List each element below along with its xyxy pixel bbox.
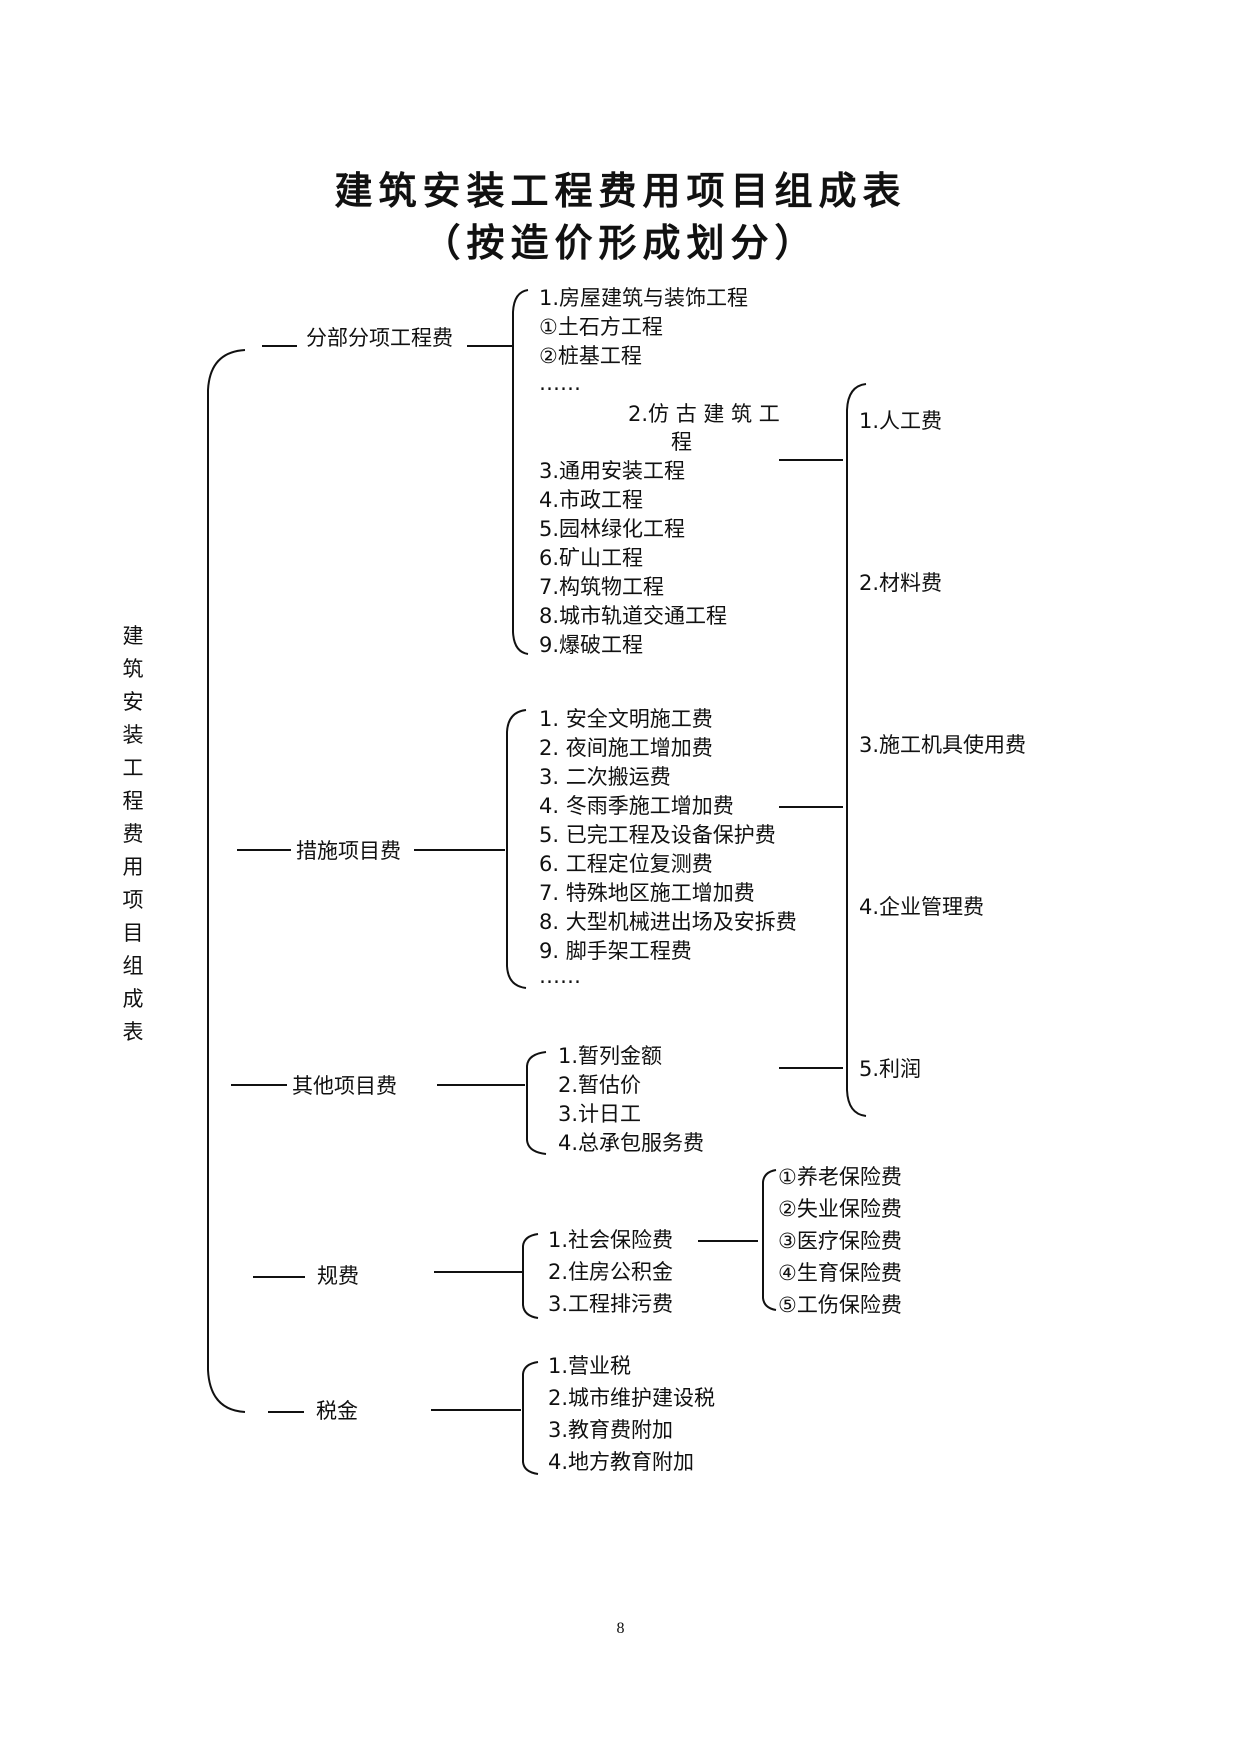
sj-item: 3.教育费附加 [548, 1418, 674, 1442]
fbfx-item: ②桩基工程 [539, 344, 642, 368]
sj-item: 2.城市维护建设税 [548, 1386, 716, 1410]
qtxm-item: 4.总承包服务费 [558, 1131, 705, 1155]
gf-item: 3.工程排污费 [548, 1292, 674, 1316]
category-csxm: 措施项目费 [296, 839, 401, 863]
csxm-item: 4. 冬雨季施工增加费 [539, 794, 734, 818]
insurance-item: ②失业保险费 [778, 1197, 902, 1221]
insurance-item: ⑤工伤保险费 [778, 1293, 902, 1317]
category-sj: 税金 [316, 1399, 358, 1423]
fbfx-item: 9.爆破工程 [539, 633, 644, 657]
cost-component: 5.利润 [859, 1057, 922, 1081]
fbfx-item: ①土石方工程 [539, 315, 663, 339]
insurance-item: ①养老保险费 [778, 1165, 902, 1189]
fbfx-item: 7.构筑物工程 [539, 575, 665, 599]
cost-brace [846, 383, 867, 1117]
cost-component: 2.材料费 [859, 571, 943, 595]
csxm-item: 3. 二次搬运费 [539, 765, 671, 789]
fbfx-item: 8.城市轨道交通工程 [539, 604, 728, 628]
cost-component: 3.施工机具使用费 [859, 733, 1027, 757]
category-fbfx: 分部分项工程费 [306, 326, 453, 350]
page-number: 8 [616, 1620, 625, 1637]
cost-component: 4.企业管理费 [859, 895, 985, 919]
diagram-title-line2: （按造价形成划分） [422, 220, 819, 265]
fbfx-item: 6.矿山工程 [539, 546, 644, 570]
sj-item: 4.地方教育附加 [548, 1450, 695, 1474]
qtxm-item: 1.暂列金额 [558, 1044, 663, 1068]
gf-item: 2.住房公积金 [548, 1260, 674, 1284]
sj-item: 1.营业税 [548, 1354, 632, 1378]
root-brace [207, 349, 246, 1413]
csxm-item: 1. 安全文明施工费 [539, 707, 713, 731]
csxm-item: 8. 大型机械进出场及安拆费 [539, 910, 797, 934]
qtxm-item: 2.暂估价 [558, 1073, 642, 1097]
fbfx-item: 2.仿 古 建 筑 工 [628, 402, 780, 426]
category-qtxm: 其他项目费 [292, 1074, 397, 1098]
csxm-item: 5. 已完工程及设备保护费 [539, 823, 776, 847]
fbfx-item: …… [539, 371, 581, 395]
category-gf: 规费 [317, 1264, 359, 1288]
fbfx-item: 5.园林绿化工程 [539, 517, 686, 541]
fbfx-item: 1.房屋建筑与装饰工程 [539, 286, 749, 310]
fbfx-item: 程 [671, 430, 692, 454]
csxm-item: 9. 脚手架工程费 [539, 939, 692, 963]
cost-component: 1.人工费 [859, 409, 943, 433]
csxm-item: 7. 特殊地区施工增加费 [539, 881, 755, 905]
csxm-item: 2. 夜间施工增加费 [539, 736, 713, 760]
root-vertical-label: 建筑安装工程费用项目组成表 [122, 624, 144, 1044]
insurance-item: ③医疗保险费 [778, 1229, 902, 1253]
fbfx-item: 4.市政工程 [539, 488, 644, 512]
qtxm-item: 3.计日工 [558, 1102, 642, 1126]
csxm-item: …… [539, 964, 581, 988]
insurance-item: ④生育保险费 [778, 1261, 902, 1285]
fbfx-item: 3.通用安装工程 [539, 459, 686, 483]
gf-item: 1.社会保险费 [548, 1228, 674, 1252]
csxm-item: 6. 工程定位复测费 [539, 852, 713, 876]
diagram-title-line1: 建筑安装工程费用项目组成表 [334, 168, 907, 213]
